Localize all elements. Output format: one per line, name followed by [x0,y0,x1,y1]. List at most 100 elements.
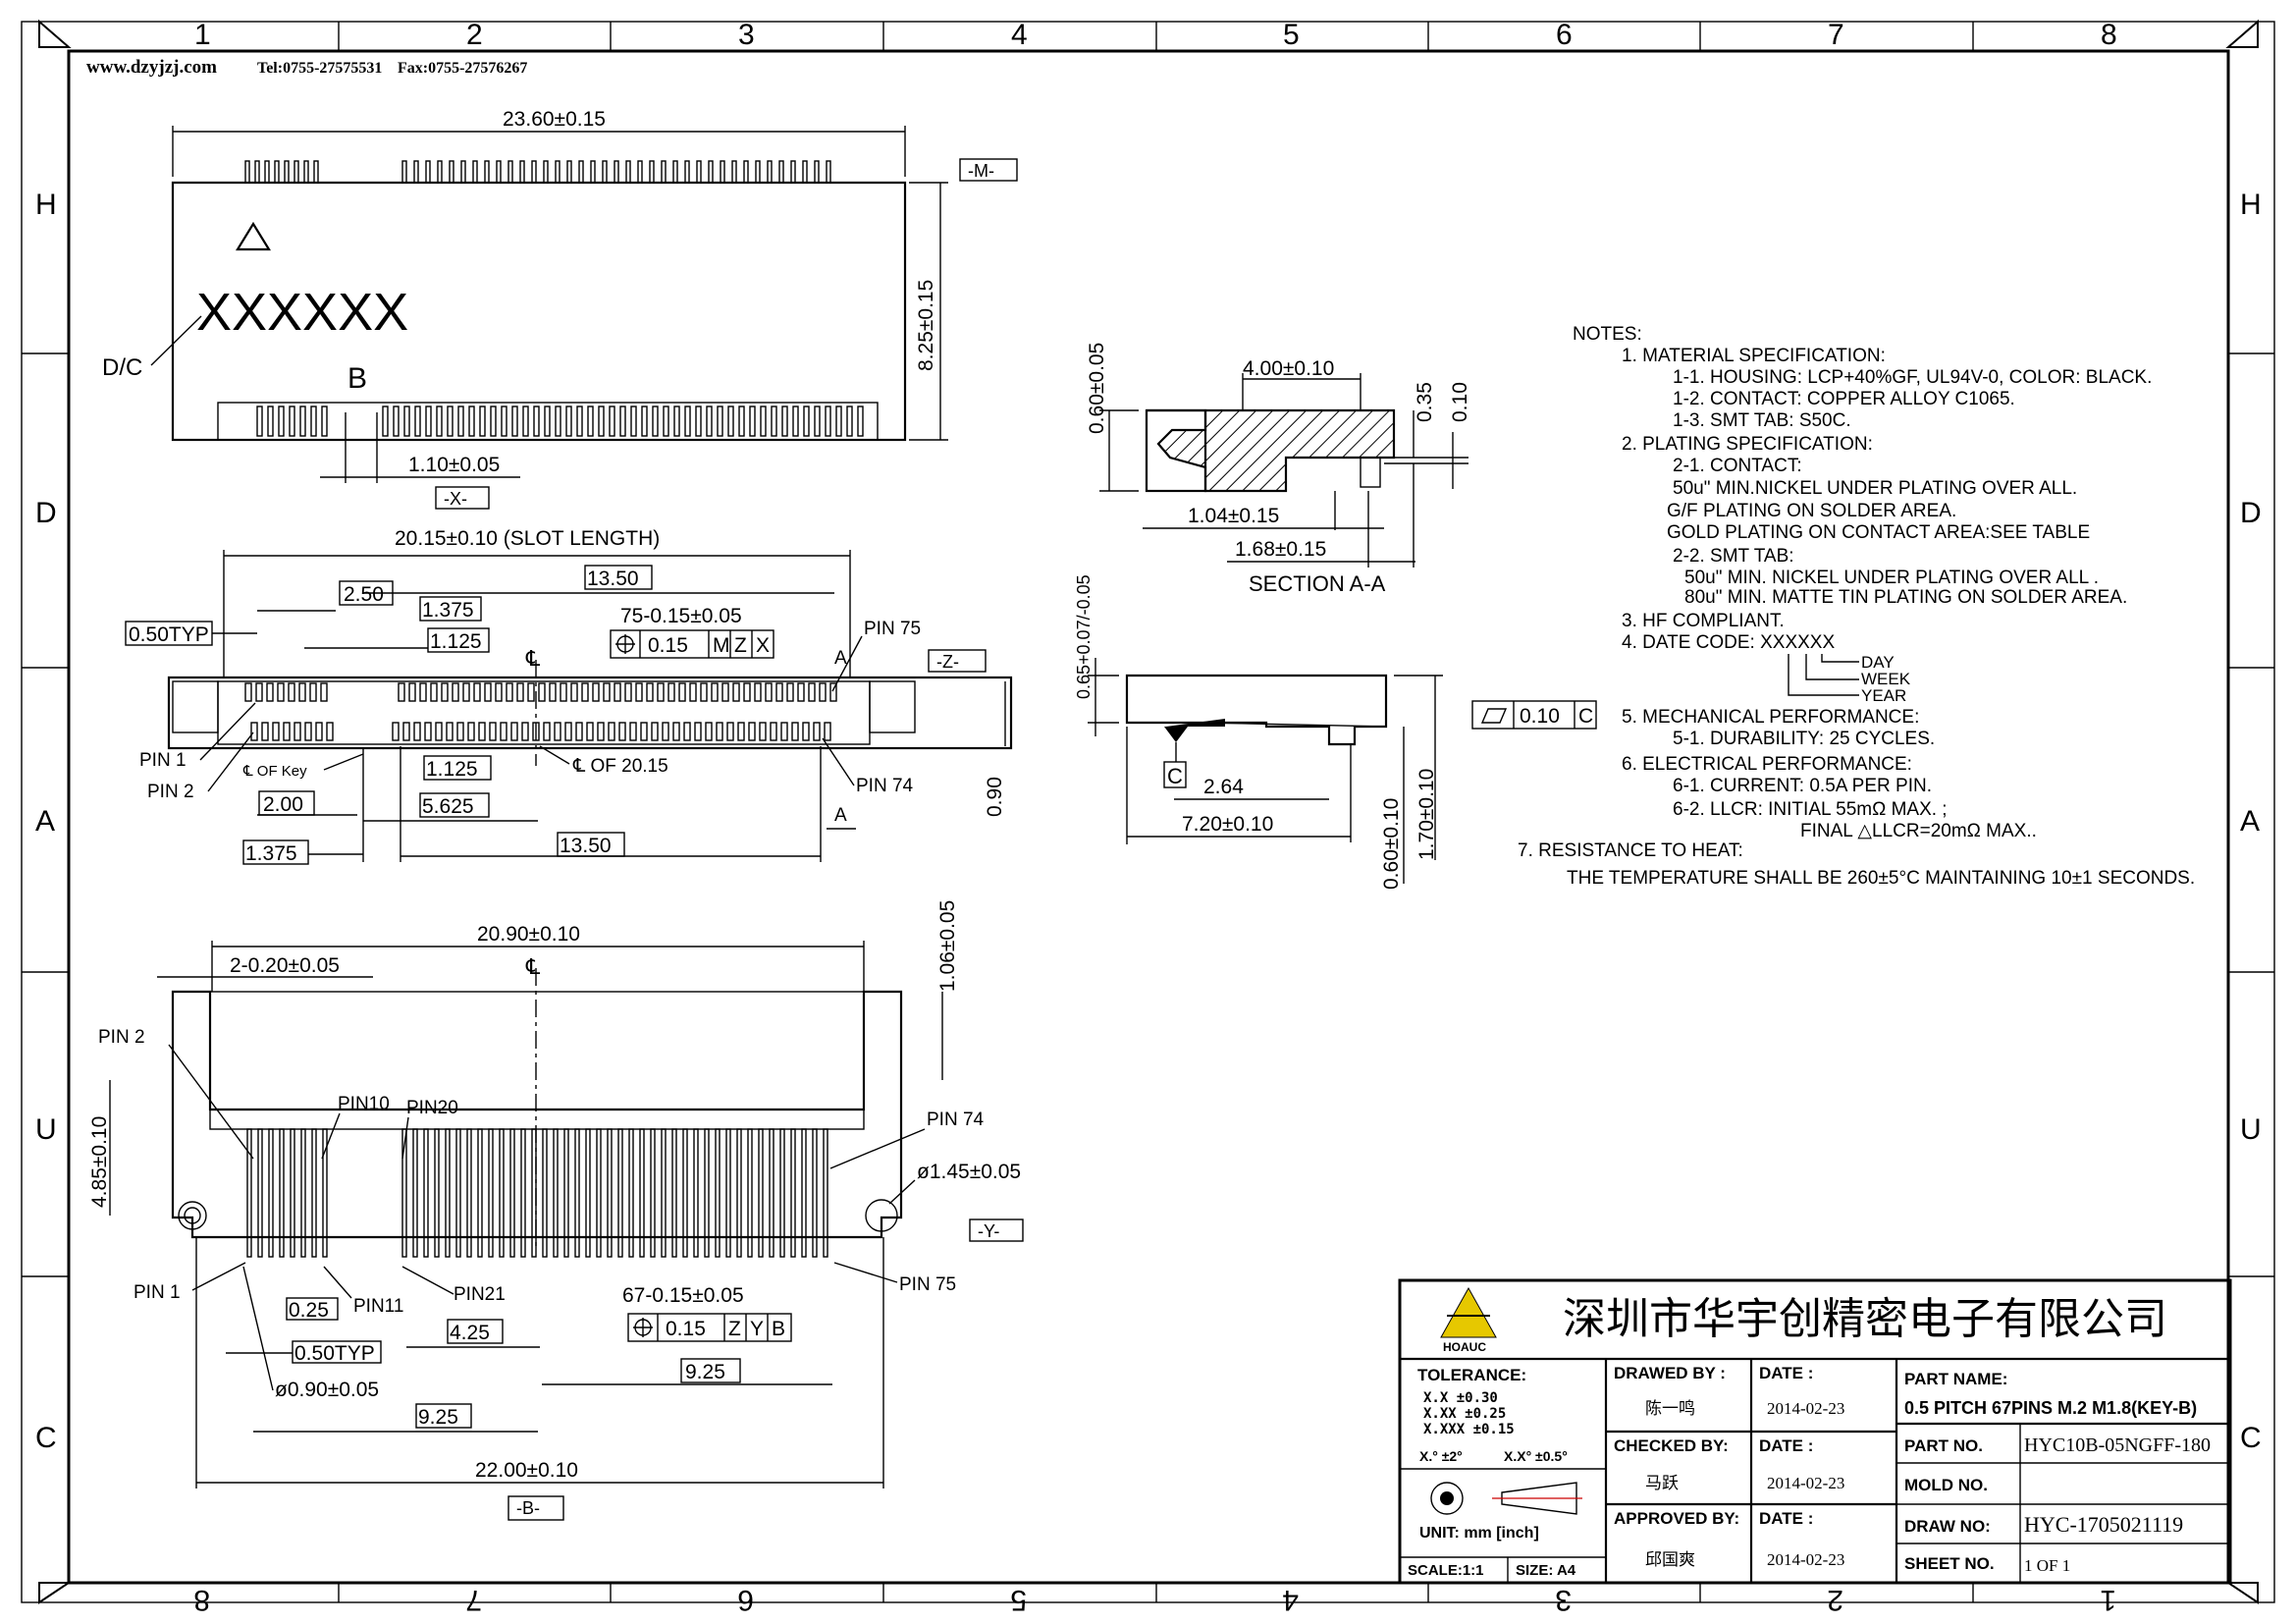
front-contact-top [819,682,827,702]
label-pin-1-pcb: PIN 1 [133,1282,181,1303]
top-lead [501,406,507,437]
top-lead [857,406,864,437]
note-2-1-a: 50u" MIN.NICKEL UNDER PLATING OVER ALL. [1673,478,2077,499]
front-contact-bottom [791,722,799,741]
pcb-centerline-symbol: ℄ [525,954,541,979]
ptol-datum-z: Z [734,634,747,657]
front-contact-top [473,682,481,702]
top-lead [738,406,745,437]
front-contact-top [506,682,513,702]
top-lead [792,406,799,437]
front-contact-top [320,682,328,702]
note-2-2-a: 50u" MIN. NICKEL UNDER PLATING OVER ALL … [1684,568,2099,588]
top-lead [630,406,637,437]
top-pin [313,160,319,184]
dim-0-60-section: 0.60±0.05 [1086,343,1108,434]
top-lead [846,406,853,437]
label-pin20: PIN20 [406,1098,458,1118]
front-contact-bottom [543,722,551,741]
front-contact-top [808,682,816,702]
row-left-d: D [35,497,57,529]
notes-heading: NOTES: [1573,324,1642,345]
top-pin [496,160,502,184]
header-fax: Fax:0755-27576267 [398,60,527,77]
top-pin [543,160,549,184]
top-pin [625,160,631,184]
front-contact-top [570,682,578,702]
front-contact-top [721,682,729,702]
top-pin [449,160,454,184]
front-contact-bottom [283,722,291,741]
top-pin [743,160,749,184]
header-phone: Tel:0755-27575531 [257,60,382,77]
note-4: 4. DATE CODE: XXXXXX [1622,632,1835,653]
ptol-value-top: 0.15 [648,634,688,657]
pcb-pin [671,1128,677,1258]
dim-1-06: 1.06±0.05 [936,900,959,992]
front-contact-bottom [759,722,767,741]
date-code-year: YEAR [1861,686,1906,705]
top-lead [641,406,648,437]
pcb-pin [455,1128,461,1258]
top-lead [479,406,486,437]
col-top-2: 2 [466,19,483,51]
row-left-u: U [35,1113,57,1146]
drawn-by-label: DRAWED BY : [1614,1364,1726,1382]
datum-c: C [1167,764,1183,788]
dim-13-50-bottom: 13.50 [560,835,612,857]
pcb-pin [509,1128,515,1258]
mold-no-label: MOLD NO. [1904,1476,1988,1494]
part-no: HYC10B-05NGFF-180 [2024,1435,2211,1456]
logo-text: HOAUC [1443,1340,1486,1354]
centerline-symbol: ℄ [525,646,541,671]
front-contact-top [549,682,557,702]
angle-tol-1: X.° ±2° [1419,1448,1463,1464]
front-contact-top [277,682,285,702]
pcb-pin [574,1128,580,1258]
dc-label: D/C [102,354,142,381]
front-contact-top [484,682,492,702]
top-lead [760,406,767,437]
front-contact-top [408,682,416,702]
pcb-pin [790,1128,796,1258]
top-view-leads [256,406,864,437]
front-contact-top [527,682,535,702]
date-label-2: DATE : [1759,1436,1813,1455]
tolerance-xx: X.X ±0.30 [1423,1390,1498,1406]
label-pin-1-front: PIN 1 [139,750,187,771]
note-6-2: 6-2. LLCR: INITIAL 55mΩ MAX. ; [1673,799,1948,820]
pcb-pin [758,1128,764,1258]
col-top-3: 3 [738,19,755,51]
date-1: 2014-02-23 [1767,1399,1844,1418]
front-contact-bottom [597,722,605,741]
col-bot-5: 5 [1010,1584,1027,1616]
front-contact-top [678,682,686,702]
pcb-pin [693,1128,699,1258]
flatness-value: 0.10 [1520,705,1560,728]
front-contact-bottom [554,722,561,741]
pcb-pin [520,1128,526,1258]
projection-cone-icon [1501,1482,1577,1515]
top-lead [310,406,317,437]
top-pin [720,160,725,184]
dim-2-00: 2.00 [263,793,303,816]
front-contact-bottom [824,722,831,741]
top-pin [661,160,667,184]
top-lead [619,406,626,437]
triangle-mark [236,221,271,251]
tolerance-label: TOLERANCE: [1417,1366,1526,1384]
top-lead [425,406,432,437]
front-contact-top [797,682,805,702]
top-pin [244,160,250,184]
note-1: 1. MATERIAL SPECIFICATION: [1622,346,1886,366]
label-pin-75-pcb: PIN 75 [899,1274,956,1295]
front-contact-top [462,682,470,702]
front-contact-bottom [694,722,702,741]
front-contact-bottom [672,722,680,741]
top-pin [401,160,407,184]
pcb-pin [617,1128,623,1258]
date-code-week: WEEK [1861,670,1911,688]
title-block-frame [1398,1278,2232,1585]
pcb-pin [466,1128,472,1258]
